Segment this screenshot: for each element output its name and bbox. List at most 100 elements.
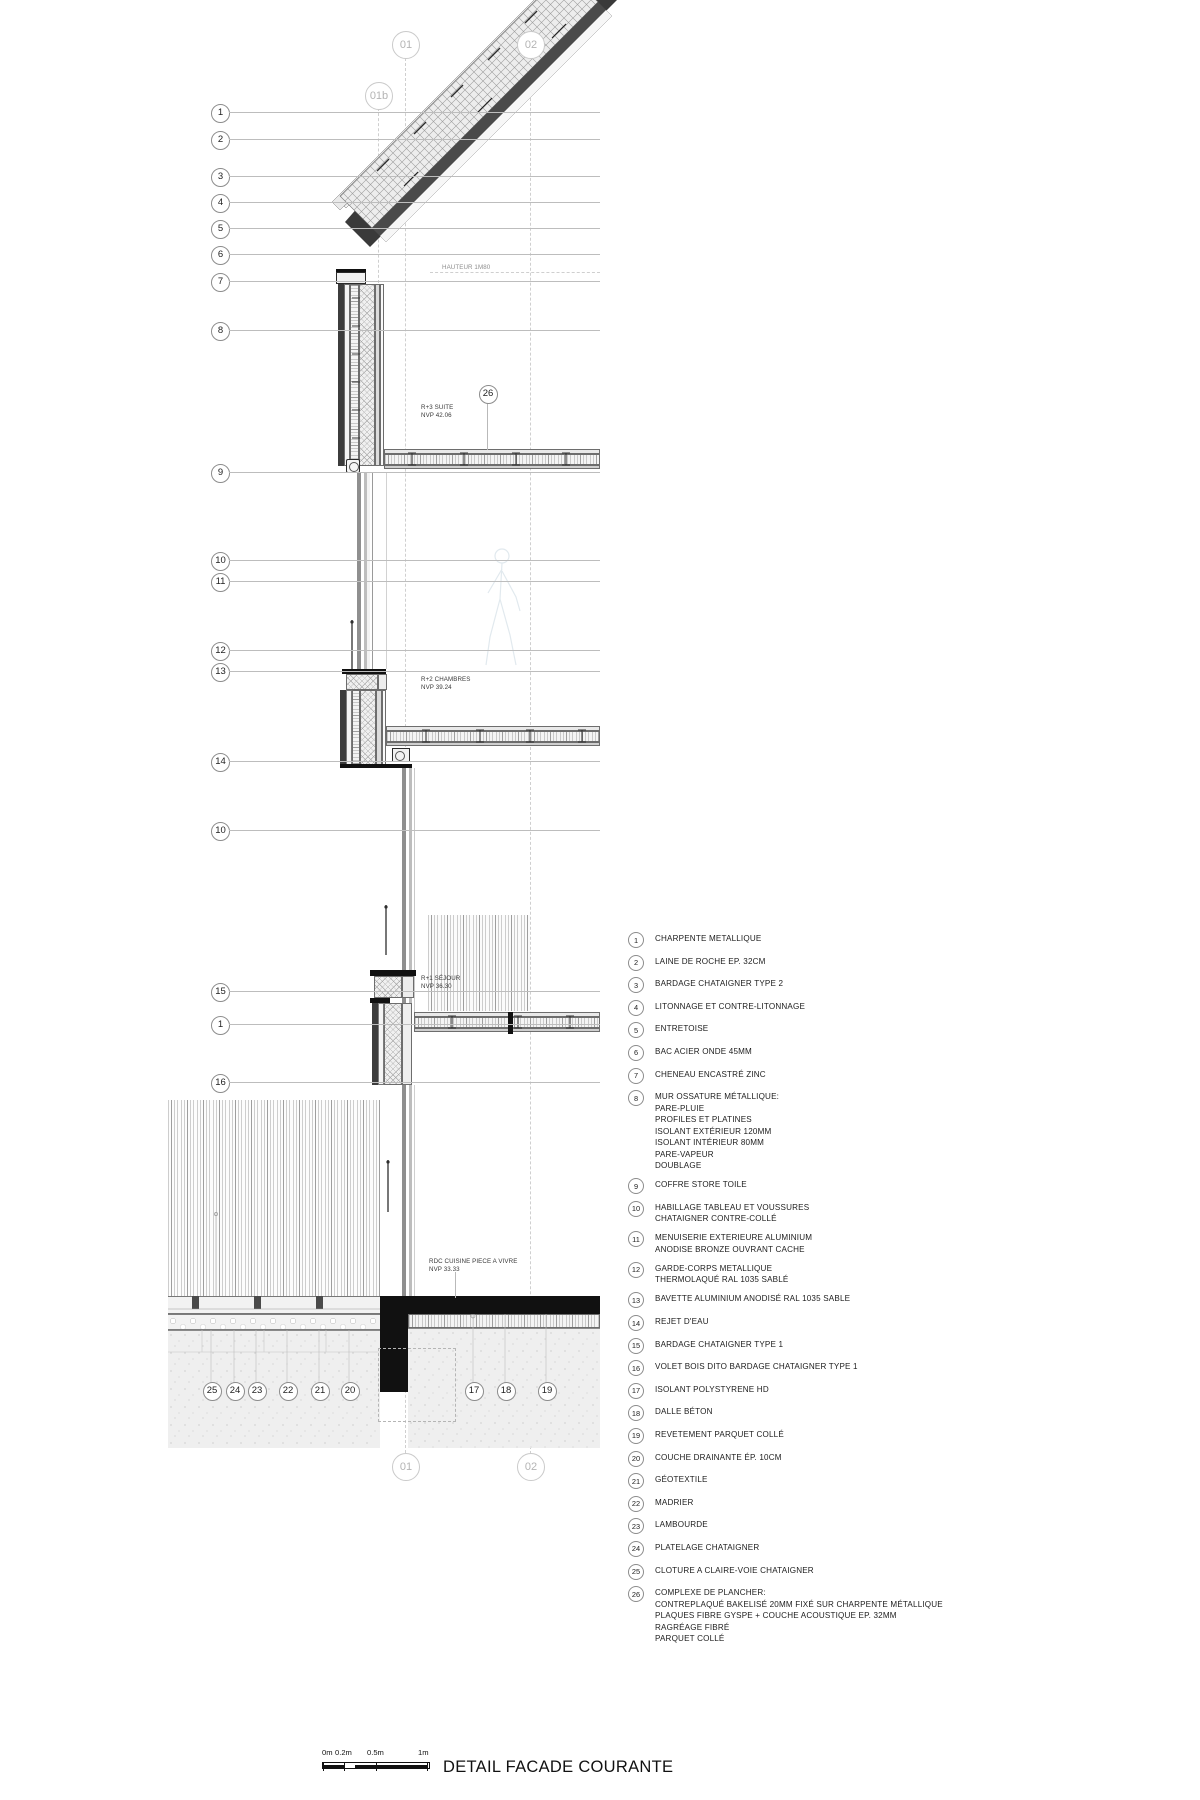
detail-callout-24[interactable]: 24 [225,1381,245,1401]
callout-bubble-1-16[interactable]: 1 [211,1015,230,1035]
wall-litonnage-r1 [378,1003,384,1085]
floor-r2-acoustic [386,731,600,742]
grid-bubble-01[interactable]: 01 [392,31,420,59]
legend-item: 7 CHENEAU ENCASTRÉ ZINC [628,1067,1098,1084]
glazing-r1-reveal [414,768,415,1018]
callout-bubble-label: 1 [217,1019,224,1031]
callout-leader-line [229,991,600,992]
section-drawing: HAUTEUR 1M80 R+3 SUITE NVP 42.06 R+2 CHA… [0,0,640,1500]
detail-callout-21[interactable]: 21 [310,1381,330,1401]
legend-item-number: 7 [628,1067,644,1084]
wall-isolant-int-r3 [375,284,380,466]
callout-bubble-label: 16 [215,1077,226,1089]
callout-bubble-16-17[interactable]: 16 [211,1073,230,1093]
callout-bubble-label: 1 [217,107,224,119]
detail-callout-26[interactable]: 26 [478,384,498,404]
leader-26 [487,402,488,450]
callout-bubble-7-6[interactable]: 7 [211,272,230,292]
detail-callout-19[interactable]: 19 [537,1381,557,1401]
callout-leader-line [229,112,600,113]
callout-bubble-11-10[interactable]: 11 [211,572,230,592]
wall-bardage-r2 [340,690,346,768]
callout-bubble-14-13[interactable]: 14 [211,752,230,772]
legend-item-text: MADRIER [655,1497,694,1507]
floor-r1-beams [420,1015,596,1029]
legend-item-text: MENUISERIE EXTERIEURE ALUMINIUM ANODISE … [655,1233,813,1254]
callout-bubble-1-0[interactable]: 1 [211,103,230,123]
sill-inner-r1 [402,976,414,998]
grid-bubble-01[interactable]: 01 [392,1453,420,1481]
grid-bubble-02[interactable]: 02 [517,31,545,59]
legend-item-text: BARDAGE CHATAIGNER TYPE 1 [655,1339,784,1349]
sill-insulation-r1 [374,976,402,998]
cloture-post [212,1212,220,1298]
callout-bubble-15-15[interactable]: 15 [211,982,230,1002]
callout-bubble-3-2[interactable]: 3 [211,167,230,187]
sill-inner-r2 [378,674,387,690]
legend-item-text: COFFRE STORE TOILE [655,1180,747,1190]
glazing-r1-pane [409,768,412,1018]
callout-bubble-label: 11 [215,576,226,588]
bavette-alu-r1 [370,970,416,976]
rejet-deau-roller [395,751,405,761]
callout-bubble-13-12[interactable]: 13 [211,662,230,682]
detail-callout-25[interactable]: 25 [202,1381,222,1401]
callout-bubble-8-7[interactable]: 8 [211,321,230,341]
callout-leader-line [229,560,600,561]
legend-item-text: CHENEAU ENCASTRÉ ZINC [655,1069,766,1079]
legend-item-number: 13 [628,1292,644,1309]
grid-bubble-01b[interactable]: 01b [365,82,393,110]
detail-callout-22[interactable]: 22 [278,1381,298,1401]
detail-callout-17[interactable]: 17 [464,1381,484,1401]
callout-leader-line [229,139,600,140]
detail-callout-label: 20 [344,1385,356,1397]
callout-bubble-2-1[interactable]: 2 [211,130,230,150]
glazing-r2-pane [364,473,367,669]
grid-bubble-label: 01b [369,89,389,102]
legend-item-text: BAC ACIER ONDE 45MM [655,1046,752,1056]
callout-bubble-label: 2 [217,134,224,146]
callout-bubble-label: 14 [215,756,226,768]
wall-doublage-r3 [380,284,384,466]
callout-leader-line [229,830,600,831]
callout-bubble-4-3[interactable]: 4 [211,193,230,213]
anno-level-r1: R+1 SÉJOUR NVP 36.30 [421,975,461,991]
cheneau-zinc [336,272,366,284]
grid-bubble-label: 02 [524,1460,538,1473]
grid-bubble-02[interactable]: 02 [517,1453,545,1481]
detail-callout-20[interactable]: 20 [340,1381,360,1401]
detail-callout-23[interactable]: 23 [247,1381,267,1401]
callout-bubble-6-5[interactable]: 6 [211,245,230,265]
callout-leader-line [229,254,600,255]
foundation-outline [378,1348,456,1422]
legend-item-text: REVETEMENT PARQUET COLLÉ [655,1429,784,1439]
detail-callout-18[interactable]: 18 [496,1381,516,1401]
detail-callout-label: 26 [482,388,494,400]
legend-item-number: 4 [628,999,644,1016]
anno-level-rdc: RDC CUISINE PIECE A VIVRE NVP 33.33 [429,1258,518,1274]
wall-bardage-r3 [338,284,344,466]
couche-drainante [168,1314,380,1330]
callout-bubble-label: 10 [215,825,226,837]
callout-bubble-10-14[interactable]: 10 [211,821,230,841]
legend-item-text: HABILLAGE TABLEAU ET VOUSSURES CHATAIGNE… [655,1202,810,1224]
callout-bubble-5-4[interactable]: 5 [211,219,230,239]
callout-leader-line [229,228,600,229]
callout-leader-line [229,650,600,651]
callout-bubble-label: 3 [217,171,224,183]
page-title: DETAIL FACADE COURANTE [443,1758,674,1776]
callout-bubble-10-9[interactable]: 10 [211,551,230,571]
dalle-seuil-band [380,1296,600,1314]
wall-isolant-ext-r2 [360,690,376,768]
callout-bubble-9-8[interactable]: 9 [211,463,230,483]
callout-bubble-12-11[interactable]: 12 [211,641,230,661]
legend-item-number: 22 [628,1495,644,1512]
